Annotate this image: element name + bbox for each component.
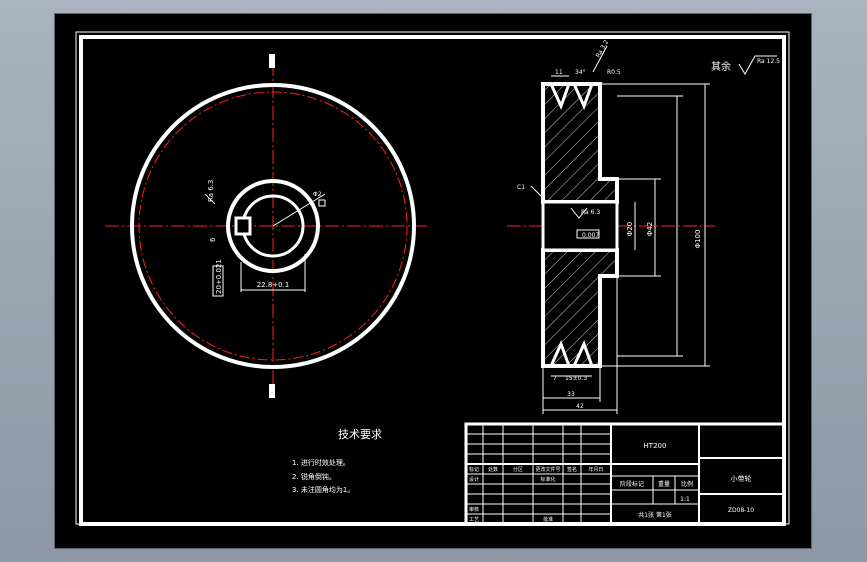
rev-header-3: 分区	[513, 466, 523, 473]
sign-row-design: 设计	[469, 476, 479, 483]
stage-label: 阶段标记	[620, 480, 644, 488]
tech-req-item-2: 2. 锐角倒钝。	[292, 472, 336, 481]
section-mark-top	[269, 54, 275, 68]
material-label: HT200	[644, 442, 667, 450]
rev-header-2: 处数	[488, 466, 498, 473]
cad-drawing: 22.8+0.1 6 20+0.021 Ra 6.3 Φ2 Φ100	[75, 31, 790, 526]
groove-roughness-label: Ra 3.2	[595, 39, 611, 59]
width-2-label: 42	[576, 403, 584, 410]
sign-row-review: 审核	[469, 506, 479, 513]
outer-diameter-label: Φ100	[694, 230, 702, 249]
technical-requirements: 技术要求 1. 进行时效处理。 2. 锐角倒钝。 3. 未注圆角均为1。	[292, 428, 382, 494]
approve-label: 批准	[543, 516, 553, 523]
scale-value: 1:1	[680, 496, 690, 503]
weight-label: 重量	[658, 480, 670, 488]
groove-bottom-label: 7	[553, 375, 557, 382]
tech-req-item-1: 1. 进行时效处理。	[292, 458, 350, 467]
bore-diameter-label: Φ20	[626, 222, 634, 236]
roughness-note: 其余 Ra 12.5	[711, 55, 780, 75]
roughness-symbol-front	[204, 193, 216, 205]
v-grooves-top	[549, 83, 594, 110]
outer-rim-circle	[130, 83, 416, 369]
hub-roughness-label: Ra 6.3	[581, 209, 600, 216]
bore-tolerance-box	[212, 265, 224, 297]
rev-header-1: 标记	[469, 466, 479, 473]
keyway-depth-label: 22.8+0.1	[257, 281, 290, 289]
roughness-leader	[592, 45, 608, 73]
roughness-note-symbol	[738, 55, 777, 75]
chamfer-label: C1	[517, 184, 525, 191]
drawing-number-label: ZD08-10	[728, 507, 754, 514]
bore-tolerance-label: 20+0.021	[215, 259, 223, 294]
hub-circle	[226, 179, 320, 273]
v-grooves-bottom	[549, 340, 594, 367]
rev-header-5: 签名	[567, 466, 577, 473]
groove-pitch-label: 15±0.3	[565, 375, 587, 382]
groove-angle-label: 34°	[575, 69, 586, 76]
standard-label: 标准化	[540, 476, 555, 483]
rev-header-6: 年月日	[588, 466, 603, 473]
scale-label: 比例	[681, 480, 693, 488]
hub-diameter-label: Φ42	[646, 222, 654, 236]
front-dim-label: Φ2	[313, 191, 322, 198]
tech-req-title: 技术要求	[338, 428, 382, 441]
section-upper-body	[541, 82, 619, 204]
title-block-text: HT200 小带轮 ZD08-10 1:1 共1张 第1张 阶段标记 重量 比例…	[469, 442, 754, 523]
width-1-label: 33	[567, 391, 575, 398]
pitch-circle	[138, 91, 408, 361]
hub-roughness-symbol	[570, 207, 588, 219]
rev-header-4: 更改文件号	[535, 466, 560, 473]
roughness-note-label: 其余	[711, 60, 731, 73]
runout-label: 0.007	[582, 232, 599, 239]
title-block	[464, 422, 786, 526]
groove-top-label: 11	[555, 69, 563, 76]
datum-box	[318, 199, 326, 207]
groove-radius-label: R0.5	[607, 69, 621, 76]
inner-frame	[79, 35, 786, 526]
part-name-label: 小带轮	[731, 474, 752, 483]
roughness-note-value: Ra 12.5	[757, 58, 780, 65]
section-view: Φ100 Φ42 Φ20 11 34° Ra 3.2 R0.5 C1 Ra 6.…	[507, 39, 715, 414]
sheet-label: 共1张 第1张	[638, 511, 672, 519]
front-view: 22.8+0.1 6 20+0.021 Ra 6.3 Φ2	[105, 54, 427, 398]
keyway	[234, 216, 252, 236]
outer-frame	[75, 31, 790, 525]
section-bore	[541, 200, 619, 252]
drawing-viewport: 22.8+0.1 6 20+0.021 Ra 6.3 Φ2 Φ100	[55, 14, 811, 548]
section-mark-bottom	[269, 384, 275, 398]
tech-req-item-3: 3. 未注圆角均为1。	[292, 485, 354, 494]
keyway-width-label: 6	[209, 237, 217, 242]
section-lower-body	[541, 248, 619, 368]
runout-box	[576, 229, 600, 239]
front-roughness-label: Ra 6.3	[207, 180, 215, 202]
sign-row-process: 工艺	[469, 517, 479, 523]
leader-line	[272, 193, 326, 227]
chamfer-leader	[530, 185, 546, 201]
